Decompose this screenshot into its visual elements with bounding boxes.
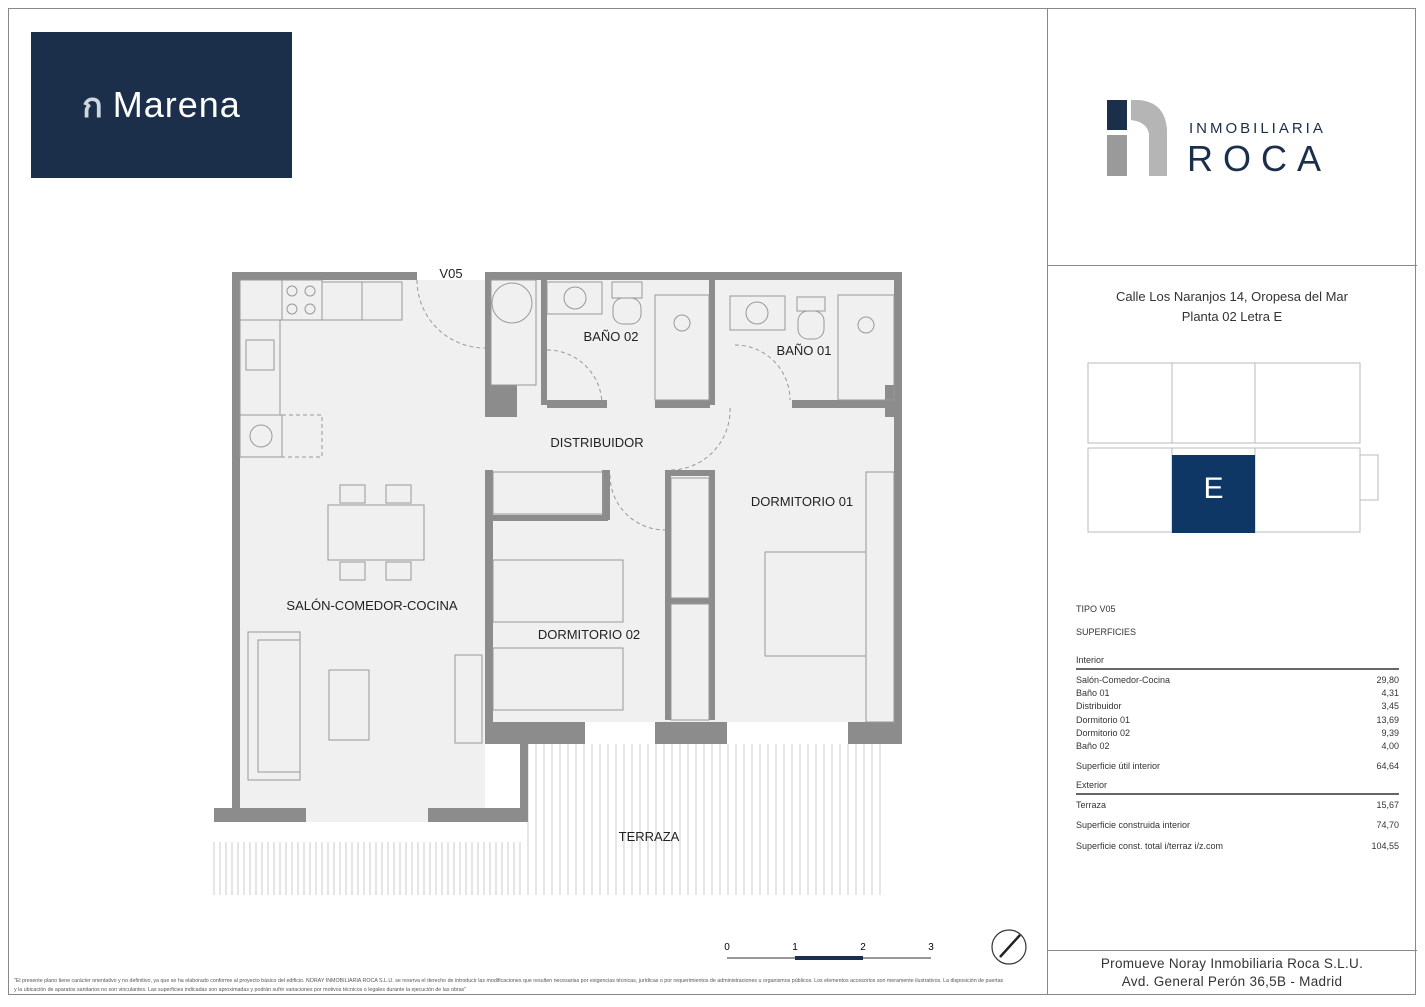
row-value: 64,64 <box>1376 760 1399 771</box>
key-plan: E <box>1087 362 1379 533</box>
marena-logo-mark: ก <box>82 87 103 125</box>
marena-name: Marena <box>112 84 241 125</box>
address-line2: Planta 02 Letra E <box>1181 309 1283 324</box>
interior-row: Baño 01 4,31 <box>1076 687 1399 700</box>
row-name: Distribuidor <box>1076 701 1122 712</box>
row-value: 104,55 <box>1371 840 1399 851</box>
row-value: 3,45 <box>1381 701 1399 712</box>
address-line1: Calle Los Naranjos 14, Oropesa del Mar <box>1116 289 1348 304</box>
row-value: 4,31 <box>1381 688 1399 699</box>
surfaces-heading: SUPERFICIES <box>1076 627 1137 638</box>
exterior-heading: Exterior <box>1076 779 1399 796</box>
row-value: 29,80 <box>1376 674 1399 685</box>
room-label: DISTRIBUIDOR <box>550 435 643 450</box>
unit-e-highlight <box>1172 455 1255 533</box>
row-name: Salón-Comedor-Cocina <box>1076 674 1171 685</box>
divider <box>1047 8 1048 995</box>
room-label: DORMITORIO 02 <box>538 627 640 642</box>
inmobiliaria-roca-logo: INMOBILIARIA ROCA <box>1105 100 1365 180</box>
interior-heading: Interior <box>1076 654 1399 670</box>
roca-logo-mark <box>1107 100 1167 176</box>
disclaimer-line2: y la ubicación de aparatos sanitarios no… <box>14 987 467 993</box>
interior-row: Distribuidor 3,45 <box>1076 700 1399 713</box>
row-name: Superficie const. total i/terraz i/z.com <box>1076 840 1224 851</box>
row-name: Superficie útil interior <box>1076 760 1161 771</box>
scale-tick: 2 <box>860 942 866 953</box>
marena-logo: ก Marena <box>31 32 292 178</box>
row-name: Baño 01 <box>1076 688 1110 699</box>
scale-tick: 0 <box>724 942 730 953</box>
divider <box>1047 265 1417 266</box>
door-label: V05 <box>439 266 462 281</box>
row-value: 13,69 <box>1376 714 1399 725</box>
interior-row: Baño 02 4,00 <box>1076 740 1399 753</box>
roca-logo-line1: INMOBILIARIA <box>1189 120 1326 137</box>
scale-tick: 3 <box>928 942 934 953</box>
divider <box>1047 950 1417 951</box>
row-name: Superficie construida interior <box>1076 819 1191 830</box>
furniture <box>239 279 895 781</box>
walls <box>214 272 902 822</box>
room-label: SALÓN-COMEDOR-COCINA <box>286 598 458 613</box>
room-label: TERRAZA <box>619 829 680 844</box>
interior-row: Dormitorio 02 9,39 <box>1076 727 1399 740</box>
tipo-label: TIPO V05 <box>1076 604 1116 614</box>
total-row: Superficie const. total i/terraz i/z.com… <box>1076 840 1399 853</box>
row-value: 74,70 <box>1376 819 1399 830</box>
surfaces-table: TIPO V05 SUPERFICIES Interior Salón-Come… <box>1076 603 1399 853</box>
disclaimer-line1: "El presente plano tiene carácter orient… <box>14 978 1004 984</box>
interior-row: Dormitorio 01 13,69 <box>1076 714 1399 727</box>
floor-plan: V05 BAÑO 02 BAÑO 01 DISTRIBUIDOR DORMITO… <box>213 266 1027 965</box>
interior-row: Salón-Comedor-Cocina 29,80 <box>1076 674 1399 687</box>
row-value: 15,67 <box>1376 800 1399 811</box>
row-value: 9,39 <box>1381 728 1399 739</box>
disclaimer: "El presente plano tiene carácter orient… <box>14 977 1044 995</box>
room-label: DORMITORIO 01 <box>751 494 853 509</box>
construida-row: Superficie construida interior 74,70 <box>1076 819 1399 832</box>
roca-logo-line2: ROCA <box>1187 138 1332 179</box>
row-name: Dormitorio 02 <box>1076 728 1131 739</box>
row-value: 4,00 <box>1381 741 1399 752</box>
promoter-address: Avd. General Perón 36,5B - Madrid <box>1121 974 1343 989</box>
scale-tick: 1 <box>792 942 798 953</box>
util-row: Superficie útil interior 64,64 <box>1076 760 1399 773</box>
terraza-row: Terraza 15,67 <box>1076 799 1399 812</box>
room-label: BAÑO 01 <box>777 343 832 358</box>
north-arrow-icon <box>991 929 1027 965</box>
row-name: Dormitorio 01 <box>1076 714 1131 725</box>
row-name: Baño 02 <box>1076 741 1110 752</box>
unit-letter: E <box>1203 472 1223 505</box>
row-name: Terraza <box>1076 800 1107 811</box>
room-label: BAÑO 02 <box>584 329 639 344</box>
scale-bar: 0 1 2 3 <box>724 942 934 960</box>
page-frame <box>8 8 1416 995</box>
promoter-line: Promueve Noray Inmobiliaria Roca S.L.U. <box>1100 956 1364 971</box>
